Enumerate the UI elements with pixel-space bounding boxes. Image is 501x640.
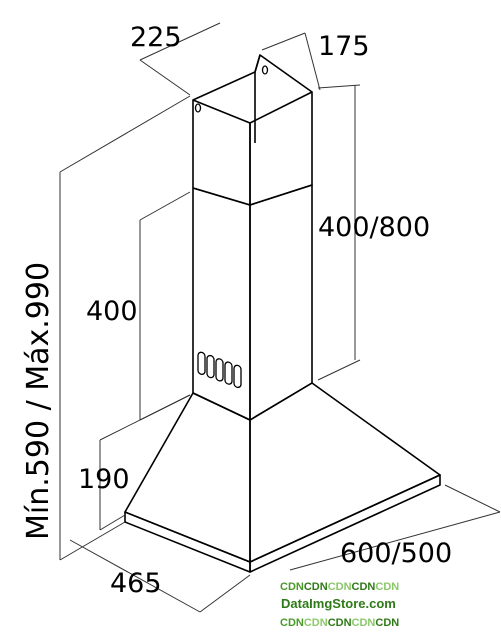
canopy-rim-left bbox=[124, 511, 251, 573]
dimension-hood-depth: 600/500 bbox=[340, 538, 452, 569]
dimension-chimney-depth: 175 bbox=[318, 31, 370, 62]
control-button bbox=[215, 358, 224, 382]
control-buttons bbox=[197, 351, 242, 389]
dimension-lines bbox=[59, 22, 501, 613]
mounting-hole bbox=[261, 65, 269, 75]
upper-chimney-front bbox=[192, 99, 251, 206]
control-button bbox=[224, 361, 233, 385]
mounting-hole bbox=[194, 103, 202, 113]
mounting-holes bbox=[194, 65, 269, 113]
dimension-chimney-width: 225 bbox=[130, 22, 182, 53]
watermark-line1: CDNCDNCDNCDNCDN bbox=[280, 581, 399, 593]
dimension-hood-width: 465 bbox=[110, 568, 162, 599]
control-button bbox=[197, 351, 206, 376]
watermark-line3: CDNCDNCDNCDNCDN bbox=[280, 617, 399, 629]
canopy-right-face bbox=[249, 382, 441, 563]
dimension-total-height: Mín.590 / Máx.990 bbox=[21, 262, 56, 540]
canopy-rim-right bbox=[249, 474, 441, 573]
control-button bbox=[233, 364, 242, 389]
hood-outline bbox=[124, 54, 441, 573]
upper-chimney-collar bbox=[254, 54, 261, 73]
dimension-body-height: 400 bbox=[86, 296, 138, 327]
lower-chimney-side bbox=[249, 184, 313, 421]
watermark-line2: DataImgStore.com bbox=[281, 596, 396, 611]
dimension-chimney-height: 400/800 bbox=[318, 212, 430, 243]
upper-chimney-top-back bbox=[192, 54, 313, 101]
dimension-hood-height: 190 bbox=[78, 464, 130, 495]
watermark: CDNCDNCDNCDNCDN DataImgStore.com CDNCDNC… bbox=[280, 581, 399, 629]
control-button bbox=[206, 354, 215, 379]
